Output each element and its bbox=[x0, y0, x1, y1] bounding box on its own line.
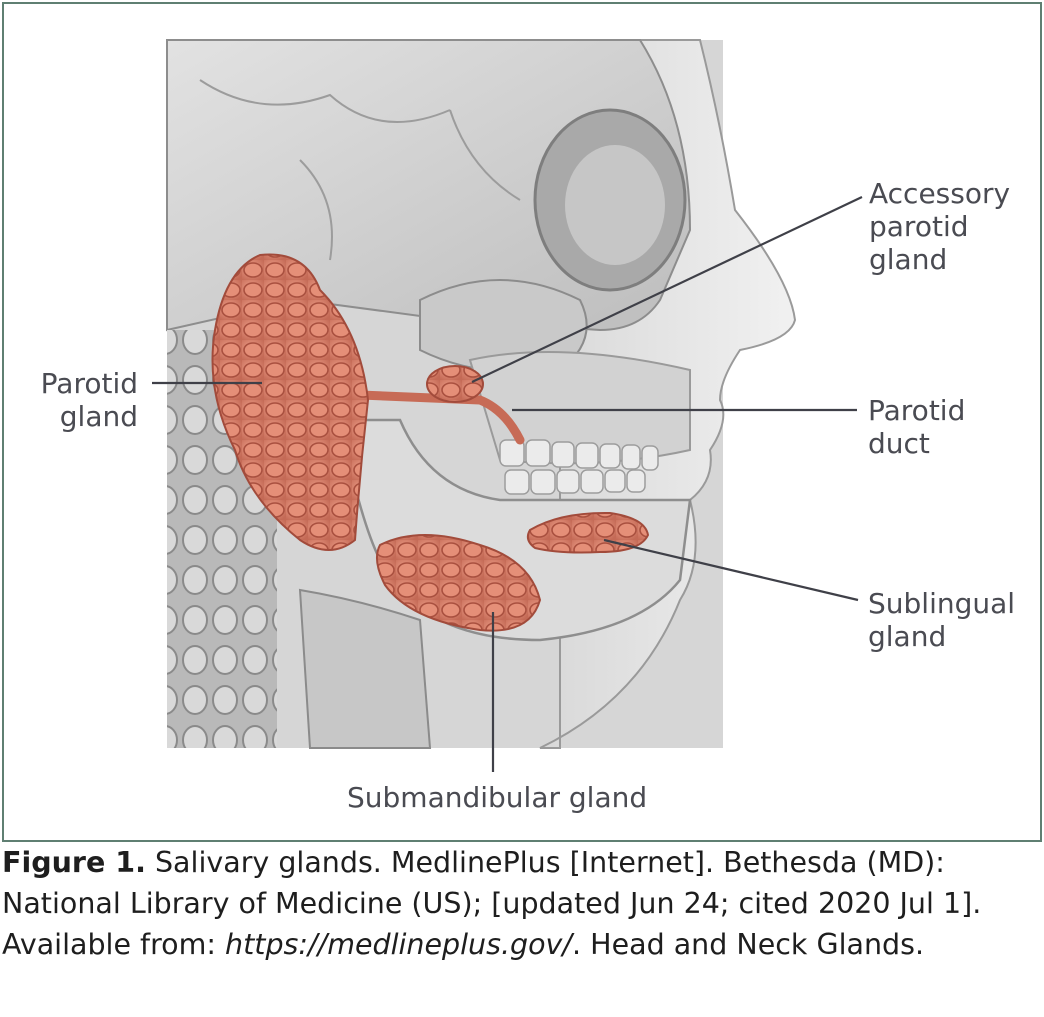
leader-lines bbox=[152, 196, 863, 772]
glands bbox=[211, 253, 650, 632]
salivary-glands-illustration bbox=[152, 39, 863, 772]
caption-line-1: Figure 1. Salivary glands. MedlinePlus [… bbox=[2, 842, 1042, 883]
figure-number: Figure 1. bbox=[2, 846, 146, 879]
parotid-duct-shape bbox=[355, 390, 525, 445]
label-line: gland bbox=[59, 400, 138, 433]
skull-background bbox=[166, 39, 797, 749]
label-line: Sublingual bbox=[868, 587, 1016, 620]
caption-line-2: National Library of Medicine (US); [upda… bbox=[2, 887, 982, 920]
label-sublingual-gland: Sublingual gland bbox=[868, 587, 1015, 653]
label-line: gland bbox=[869, 243, 948, 276]
label-submandibular-gland: Submandibular gland bbox=[347, 781, 647, 814]
label-parotid-duct: Parotid duct bbox=[868, 394, 965, 460]
label-line: Submandibular gland bbox=[347, 781, 648, 814]
leader-sublingual bbox=[603, 538, 859, 602]
submandibular-gland-shape bbox=[375, 534, 542, 632]
caption-text: Available from: bbox=[2, 928, 226, 961]
label-parotid-gland: Parotid gland bbox=[38, 367, 138, 433]
parotid-gland-shape bbox=[211, 253, 370, 551]
label-accessory-parotid-gland: Accessory parotid gland bbox=[869, 177, 1010, 276]
caption-line-3: Available from: https://medlineplus.gov/… bbox=[2, 924, 1042, 965]
label-line: gland bbox=[868, 620, 947, 653]
figure-caption: Figure 1. Salivary glands. MedlinePlus [… bbox=[2, 842, 1042, 965]
caption-url[interactable]: https://medlineplus.gov/ bbox=[225, 928, 573, 961]
label-line: Accessory bbox=[869, 177, 1011, 210]
teeth bbox=[499, 439, 659, 495]
accessory-parotid-gland-shape bbox=[426, 365, 484, 403]
figure-frame bbox=[2, 2, 1042, 842]
caption-text: . Head and Neck Glands. bbox=[572, 928, 925, 961]
label-line: Parotid bbox=[868, 394, 966, 427]
label-line: parotid bbox=[869, 210, 969, 243]
leader-accessory bbox=[471, 196, 863, 383]
label-line: duct bbox=[868, 427, 930, 460]
label-line: Parotid bbox=[40, 367, 138, 400]
caption-text: Salivary glands. MedlinePlus [Internet].… bbox=[145, 846, 945, 879]
